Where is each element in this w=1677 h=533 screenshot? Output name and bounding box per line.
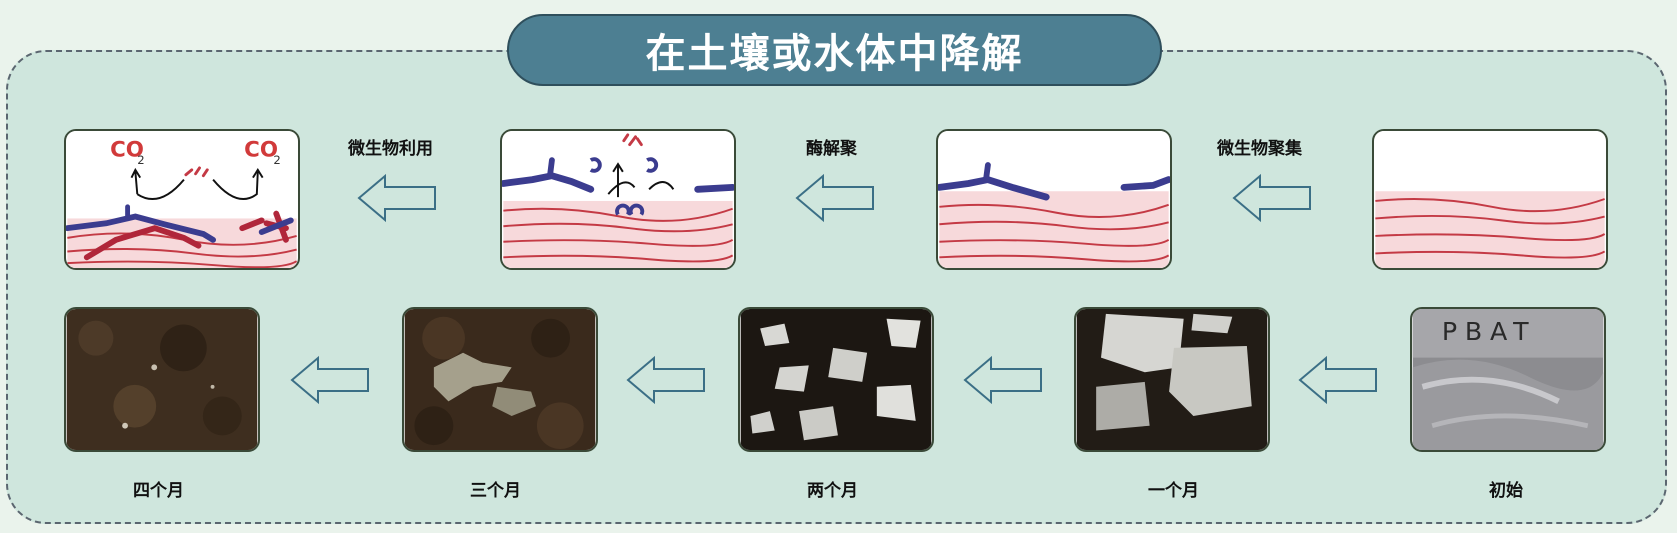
label-initial: 初始 (1489, 481, 1523, 501)
left-arrow-icon (1298, 355, 1377, 405)
photo-four-months (64, 307, 260, 452)
initial-polymer-illustration (1375, 131, 1606, 268)
left-arrow-icon (290, 355, 369, 405)
soil-photo-4m (66, 309, 258, 450)
photo-initial: PBAT (1410, 307, 1606, 452)
label-microbial-utilization: 微生物利用 (348, 139, 433, 159)
diagram-microbial-aggregation (936, 129, 1172, 270)
page-title: 在土壤或水体中降解 (645, 31, 1024, 77)
label-microbial-aggregation: 微生物聚集 (1217, 139, 1302, 159)
left-arrow-icon (1232, 173, 1311, 223)
left-arrow-icon (963, 355, 1042, 405)
diagram-microbial-utilization: CO 2 CO 2 (64, 129, 300, 270)
photo-one-month (1074, 307, 1270, 452)
label-three-months: 三个月 (470, 481, 521, 501)
diagram-enzymatic-depolymerization (500, 129, 736, 270)
aggregation-illustration (938, 131, 1170, 268)
depolymerization-illustration (502, 131, 734, 268)
co2-left-label: CO (110, 137, 144, 162)
process-panel (6, 50, 1667, 524)
left-arrow-icon (357, 173, 436, 223)
film-photo-initial: PBAT (1412, 309, 1604, 450)
label-one-month: 一个月 (1148, 481, 1199, 501)
label-four-months: 四个月 (133, 481, 184, 501)
co2-left-subscript: 2 (137, 153, 144, 167)
diagram-initial-polymer (1372, 129, 1608, 270)
co2-right-subscript: 2 (273, 153, 280, 167)
label-enzymatic-depolymerization: 酶解聚 (806, 139, 857, 159)
left-arrow-icon (795, 173, 874, 223)
photo-two-months (738, 307, 934, 452)
soil-photo-3m (404, 309, 596, 450)
soil-photo-2m (740, 309, 932, 450)
label-two-months: 两个月 (807, 481, 858, 501)
photo-three-months (402, 307, 598, 452)
sample-label-text: PBAT (1442, 317, 1536, 346)
soil-photo-1m (1076, 309, 1268, 450)
utilization-illustration: CO 2 CO 2 (66, 131, 298, 268)
left-arrow-icon (626, 355, 705, 405)
title-banner: 在土壤或水体中降解 (507, 14, 1162, 86)
co2-right-label: CO (244, 137, 278, 162)
